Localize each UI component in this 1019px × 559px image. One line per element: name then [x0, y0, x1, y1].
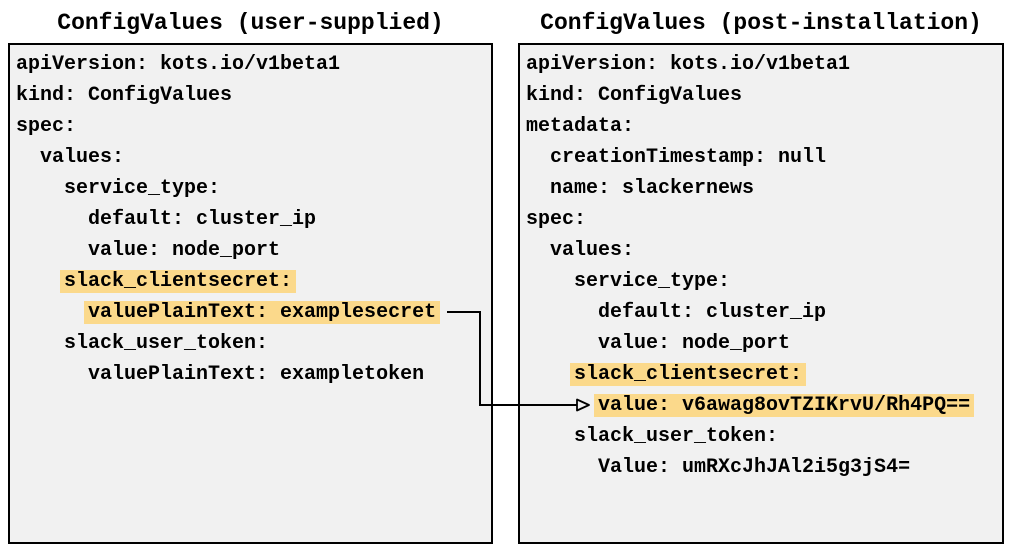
yaml-indent: [16, 301, 88, 324]
yaml-indent: [526, 394, 598, 417]
yaml-indent: [526, 146, 550, 169]
yaml-text-highlighted: slack_clientsecret:: [570, 363, 807, 386]
yaml-indent: [16, 208, 88, 231]
yaml-line: service_type:: [16, 173, 491, 204]
yaml-line: name: slackernews: [526, 173, 1002, 204]
yaml-line: kind: ConfigValues: [526, 80, 1002, 111]
config-panel-user-supplied: apiVersion: kots.io/v1beta1 kind: ConfigV…: [8, 43, 493, 544]
yaml-line: values:: [526, 235, 1002, 266]
yaml-indent: [16, 270, 64, 293]
yaml-text: slack_user_token:: [64, 332, 269, 355]
yaml-text: service_type:: [64, 177, 221, 200]
yaml-text: kind: ConfigValues: [16, 84, 233, 107]
yaml-indent: [16, 363, 88, 386]
yaml-line: service_type:: [526, 266, 1002, 297]
yaml-text: default: cluster_ip: [598, 301, 827, 324]
yaml-indent: [526, 363, 574, 386]
yaml-line: metadata:: [526, 111, 1002, 142]
yaml-text: creationTimestamp: null: [550, 146, 827, 169]
yaml-indent: [526, 270, 574, 293]
yaml-line: spec:: [16, 111, 491, 142]
yaml-indent: [16, 146, 40, 169]
yaml-line: slack_clientsecret:: [16, 266, 491, 297]
yaml-text: spec:: [526, 208, 587, 231]
yaml-text: valuePlainText: exampletoken: [88, 363, 425, 386]
yaml-line: values:: [16, 142, 491, 173]
yaml-line: apiVersion: kots.io/v1beta1: [16, 49, 491, 80]
yaml-code-user-supplied: apiVersion: kots.io/v1beta1 kind: ConfigV…: [16, 49, 491, 390]
yaml-indent: [526, 425, 574, 448]
yaml-line: spec:: [526, 204, 1002, 235]
config-panel-post-installation: apiVersion: kots.io/v1beta1 kind: ConfigV…: [518, 43, 1004, 544]
yaml-indent: [16, 239, 88, 262]
panel-title-post-installation: ConfigValues (post-installation): [540, 10, 982, 36]
yaml-text: apiVersion: kots.io/v1beta1: [526, 53, 851, 76]
yaml-indent: [526, 239, 550, 262]
yaml-line: slack_user_token:: [526, 421, 1002, 452]
yaml-indent: [526, 301, 598, 324]
panel-title-user-supplied: ConfigValues (user-supplied): [57, 10, 444, 36]
yaml-text: name: slackernews: [550, 177, 755, 200]
yaml-line: slack_clientsecret:: [526, 359, 1002, 390]
yaml-text: metadata:: [526, 115, 635, 138]
yaml-line: creationTimestamp: null: [526, 142, 1002, 173]
yaml-indent: [16, 177, 64, 200]
yaml-line: Value: umRXcJhJAl2i5g3jS4=: [526, 452, 1002, 483]
yaml-indent: [16, 332, 64, 355]
yaml-text: values:: [550, 239, 635, 262]
yaml-line: kind: ConfigValues: [16, 80, 491, 111]
yaml-indent: [526, 332, 598, 355]
yaml-line: apiVersion: kots.io/v1beta1: [526, 49, 1002, 80]
yaml-text: Value: umRXcJhJAl2i5g3jS4=: [598, 456, 911, 479]
yaml-line: value: v6awag8ovTZIKrvU/Rh4PQ==: [526, 390, 1002, 421]
yaml-text: slack_user_token:: [574, 425, 779, 448]
yaml-line: slack_user_token:: [16, 328, 491, 359]
yaml-line: default: cluster_ip: [16, 204, 491, 235]
yaml-text: values:: [40, 146, 125, 169]
yaml-indent: [526, 177, 550, 200]
yaml-text-highlighted: valuePlainText: examplesecret: [84, 301, 441, 324]
yaml-line: default: cluster_ip: [526, 297, 1002, 328]
yaml-indent: [526, 456, 598, 479]
yaml-text: service_type:: [574, 270, 731, 293]
yaml-text: value: node_port: [88, 239, 281, 262]
yaml-line: value: node_port: [16, 235, 491, 266]
yaml-line: valuePlainText: examplesecret: [16, 297, 491, 328]
yaml-text: spec:: [16, 115, 77, 138]
yaml-code-post-installation: apiVersion: kots.io/v1beta1 kind: ConfigV…: [526, 49, 1002, 483]
yaml-line: valuePlainText: exampletoken: [16, 359, 491, 390]
yaml-line: value: node_port: [526, 328, 1002, 359]
yaml-text-highlighted: slack_clientsecret:: [60, 270, 297, 293]
yaml-text: default: cluster_ip: [88, 208, 317, 231]
yaml-text: value: node_port: [598, 332, 791, 355]
yaml-text: apiVersion: kots.io/v1beta1: [16, 53, 341, 76]
yaml-text: kind: ConfigValues: [526, 84, 743, 107]
yaml-text-highlighted: value: v6awag8ovTZIKrvU/Rh4PQ==: [594, 394, 975, 417]
